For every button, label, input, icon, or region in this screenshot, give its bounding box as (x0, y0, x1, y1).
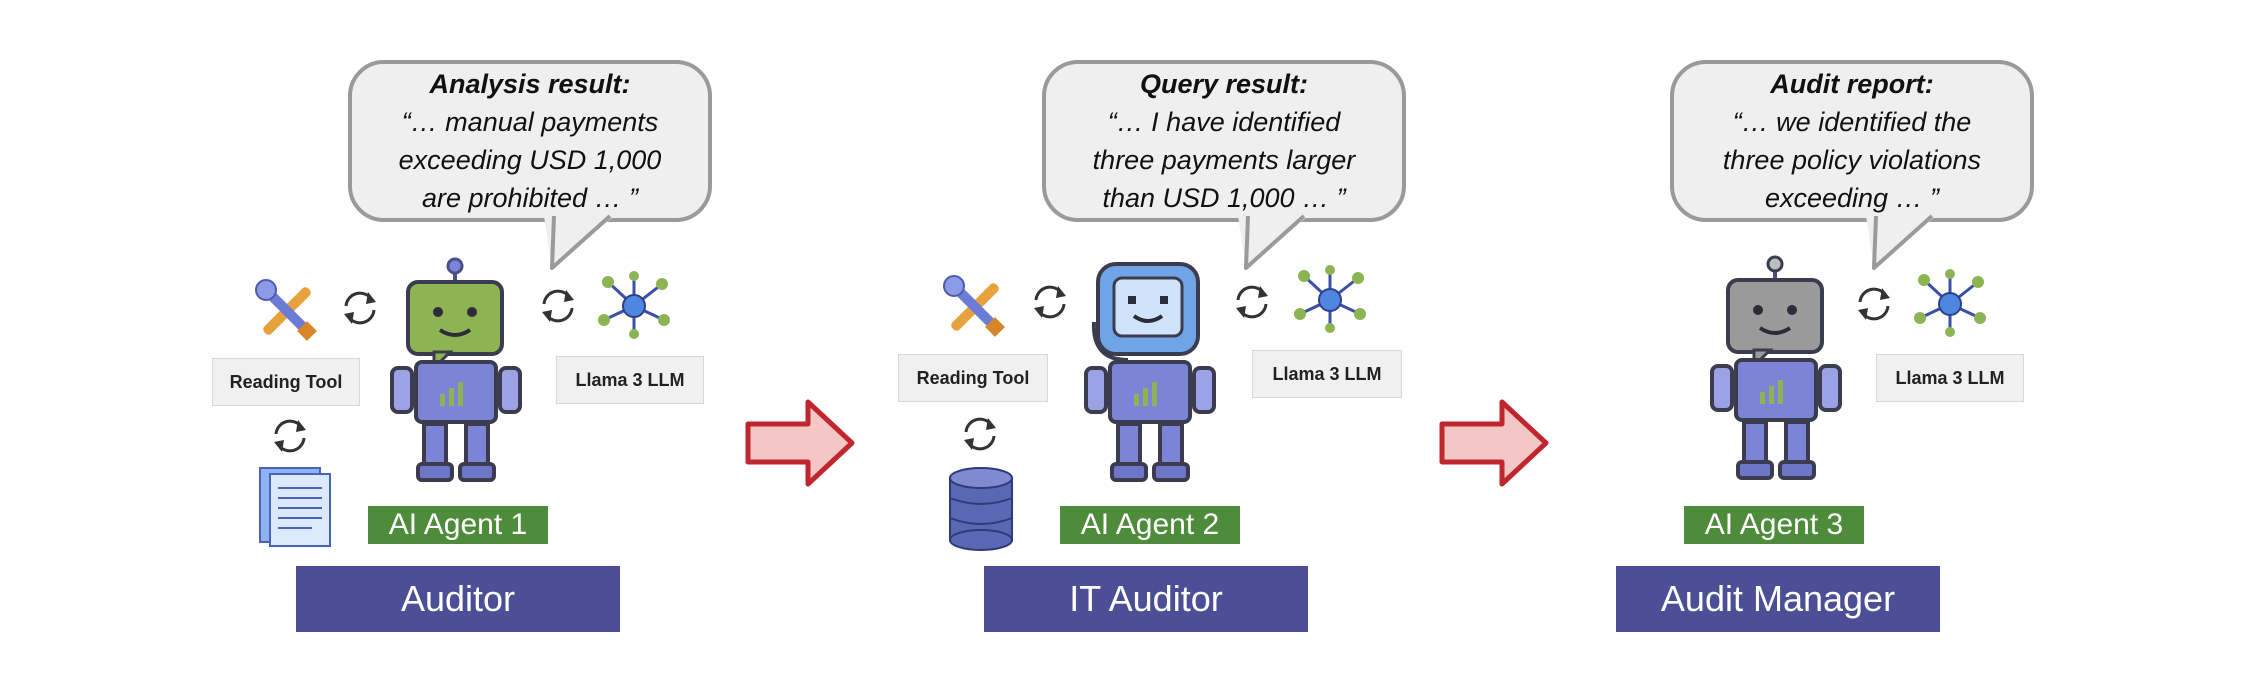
agent-label: AI Agent 2 (1060, 506, 1240, 544)
speech-bubble-2: Query result: “… I have identified three… (1042, 60, 1406, 222)
agent-label: AI Agent 1 (368, 506, 548, 544)
robot-icon (1072, 252, 1222, 492)
bubble-line: exceeding USD 1,000 (398, 145, 662, 175)
role-label: Auditor (296, 566, 620, 632)
bubble-title: Analysis result: (429, 69, 631, 99)
refresh-icon (1028, 280, 1072, 324)
refresh-icon (1230, 280, 1274, 324)
role-label: Audit Manager (1616, 566, 1940, 632)
bubble-title: Query result: (1139, 69, 1309, 99)
llm-label: Llama 3 LLM (1876, 354, 2024, 402)
bubble-line: are prohibited … ” (421, 183, 639, 213)
robot-icon (378, 252, 528, 492)
speech-bubble-1: Analysis result: “… manual payments exce… (348, 60, 712, 222)
network-icon (1910, 268, 1990, 340)
reading-tool-label: Reading Tool (212, 358, 360, 406)
network-icon (594, 270, 674, 342)
bubble-line: three policy violations (1722, 145, 1982, 175)
refresh-icon (958, 412, 1002, 456)
database-icon (946, 466, 1016, 552)
llm-label: Llama 3 LLM (556, 356, 704, 404)
arrow-right-icon (744, 398, 856, 488)
llm-label: Llama 3 LLM (1252, 350, 1402, 398)
bubble-line: exceeding … ” (1764, 183, 1940, 213)
agent-label: AI Agent 3 (1684, 506, 1864, 544)
bubble-line: than USD 1,000 … ” (1102, 183, 1346, 213)
network-icon (1290, 264, 1370, 336)
bubble-title: Audit report: (1770, 69, 1934, 99)
bubble-tail (1866, 214, 1936, 270)
refresh-icon (338, 286, 382, 330)
bubble-line: “… I have identified (1107, 107, 1341, 137)
bubble-tail (544, 214, 614, 270)
tools-icon (940, 272, 1010, 342)
reading-tool-label: Reading Tool (898, 354, 1048, 402)
bubble-line: “… we identified the (1732, 107, 1972, 137)
role-label: IT Auditor (984, 566, 1308, 632)
document-icon (256, 464, 336, 548)
bubble-tail (1238, 214, 1308, 270)
bubble-line: three payments larger (1092, 145, 1356, 175)
refresh-icon (268, 414, 312, 458)
arrow-right-icon (1438, 398, 1550, 488)
robot-icon (1698, 250, 1848, 490)
refresh-icon (536, 284, 580, 328)
bubble-line: “… manual payments (401, 107, 659, 137)
refresh-icon (1852, 282, 1896, 326)
speech-bubble-3: Audit report: “… we identified the three… (1670, 60, 2034, 222)
tools-icon (252, 276, 322, 346)
